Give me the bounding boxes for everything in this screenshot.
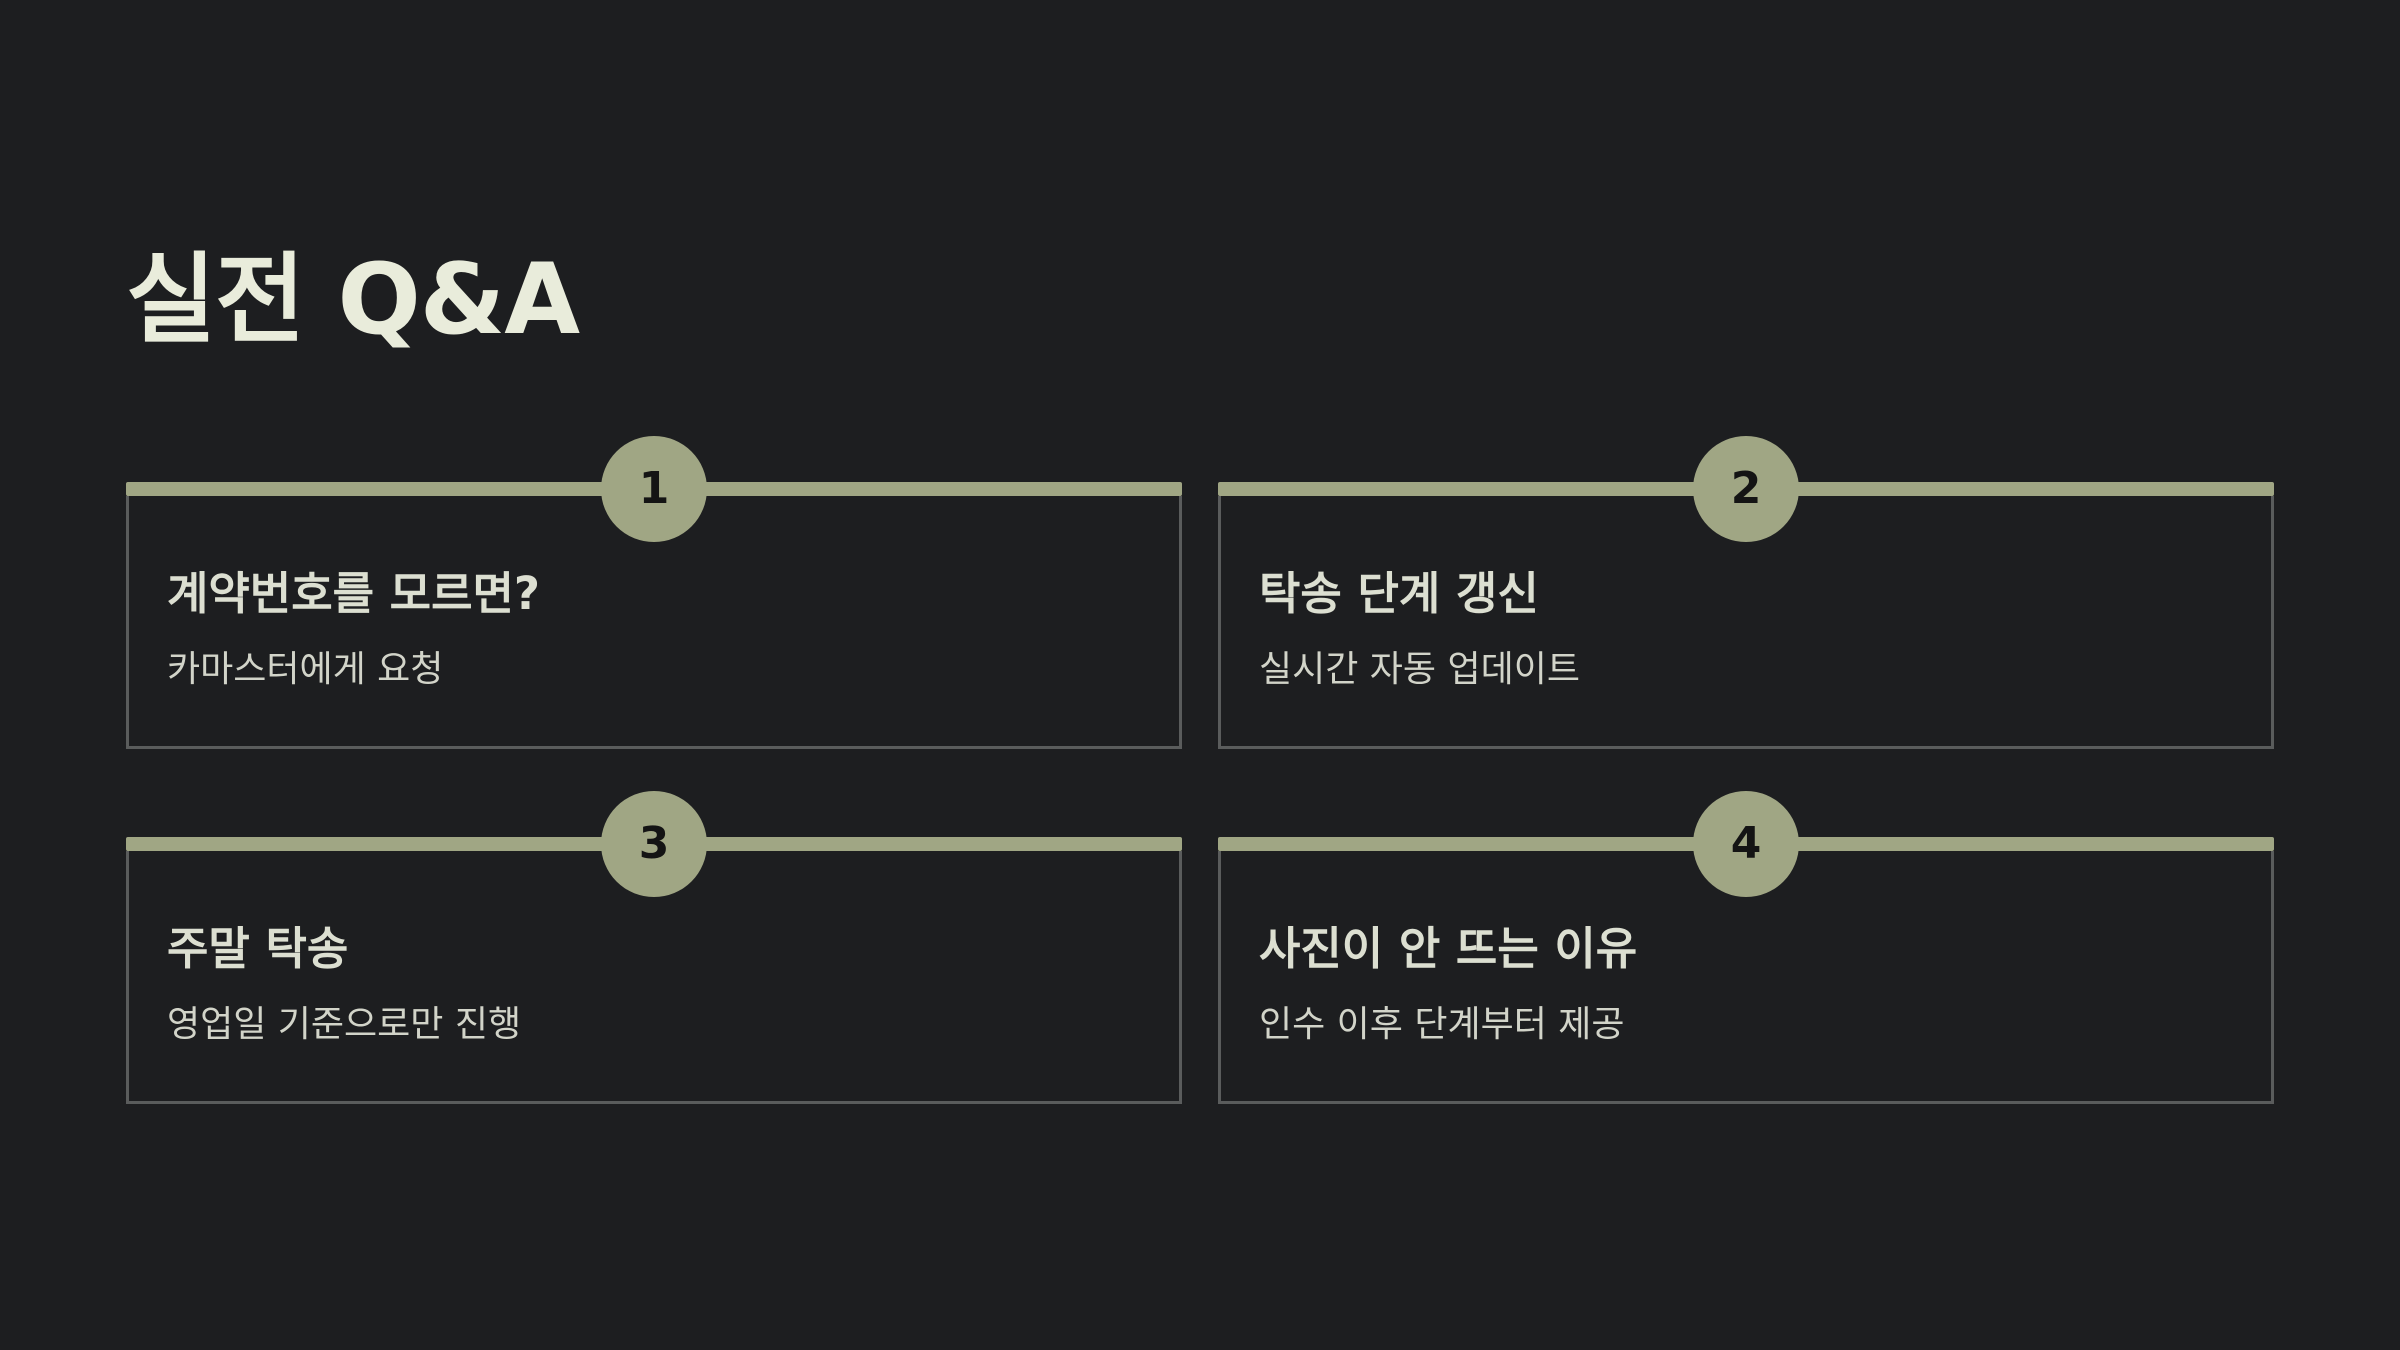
qa-card-2: 2 탁송 단계 갱신 실시간 자동 업데이트 xyxy=(1218,436,2274,749)
card-question: 주말 탁송 xyxy=(167,922,349,975)
qa-card-4: 4 사진이 안 뜨는 이유 인수 이후 단계부터 제공 xyxy=(1218,791,2274,1104)
qa-card-3: 3 주말 탁송 영업일 기준으로만 진행 xyxy=(126,791,1182,1104)
card-question: 사진이 안 뜨는 이유 xyxy=(1259,922,1638,975)
card-answer: 실시간 자동 업데이트 xyxy=(1259,649,1580,690)
qa-card-1: 1 계약번호를 모르면? 카마스터에게 요청 xyxy=(126,436,1182,749)
card-answer: 인수 이후 단계부터 제공 xyxy=(1259,1004,1625,1045)
page-title: 실전 Q&A xyxy=(126,243,580,357)
card-question: 계약번호를 모르면? xyxy=(167,567,540,620)
card-question: 탁송 단계 갱신 xyxy=(1259,567,1539,620)
card-number-badge: 3 xyxy=(601,791,707,897)
card-number-badge: 1 xyxy=(601,436,707,542)
card-number-badge: 2 xyxy=(1693,436,1799,542)
card-number-badge: 4 xyxy=(1693,791,1799,897)
card-answer: 카마스터에게 요청 xyxy=(167,649,444,690)
card-answer: 영업일 기준으로만 진행 xyxy=(167,1004,522,1045)
